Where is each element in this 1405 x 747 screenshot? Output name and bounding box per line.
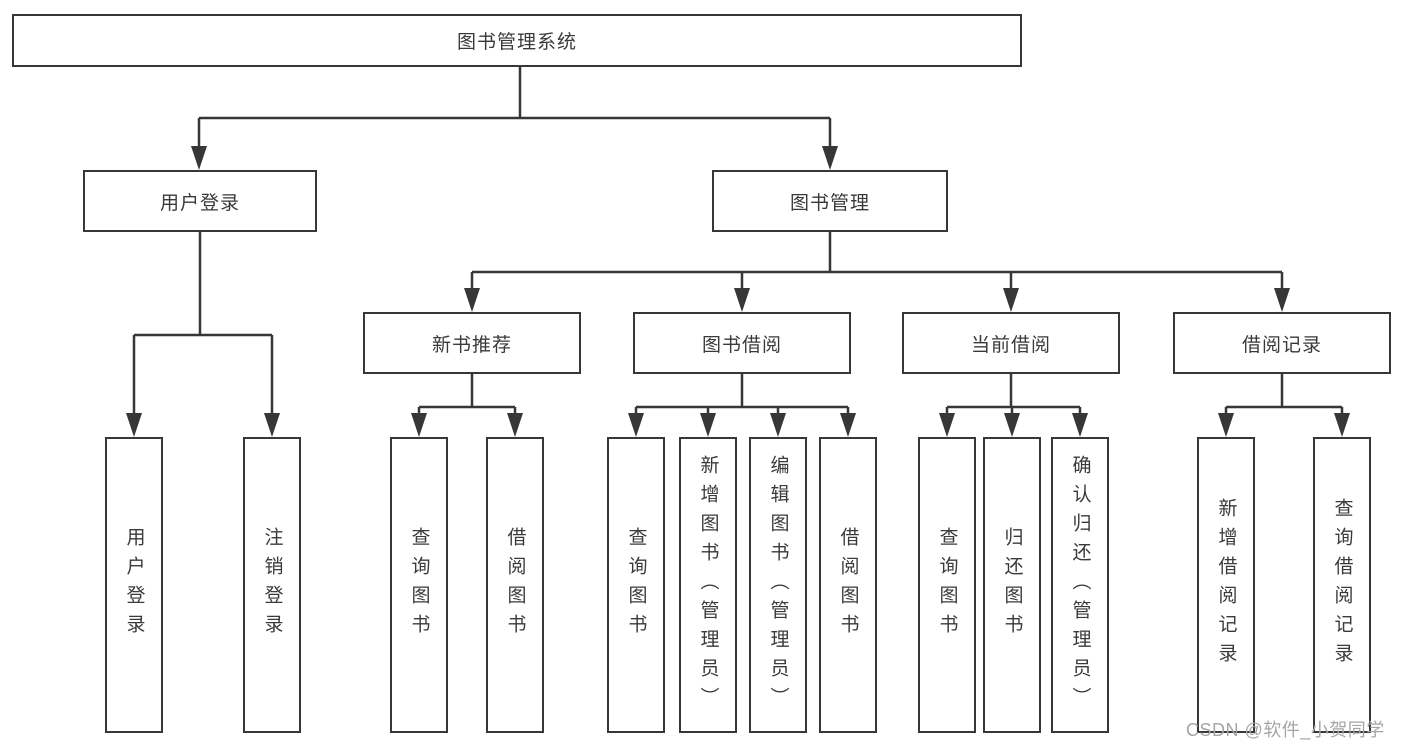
csdn-watermark: CSDN @软件_小贺同学 [1186,720,1385,740]
node-label: 借阅记录 [1241,334,1322,356]
node-label: 查询图书 [625,527,647,643]
node-new-book-recommend: 新书推荐 [363,312,581,374]
node-label: 用户登录 [159,192,240,214]
leaf-logout: 注销登录 [243,437,301,733]
node-label: 借阅图书 [837,527,859,643]
node-borrow-records: 借阅记录 [1173,312,1391,374]
leaf-return-books: 归还图书 [983,437,1041,733]
leaf-query-books: 查询图书 [390,437,448,733]
node-book-management: 图书管理 [712,170,948,232]
leaf-query-books: 查询图书 [607,437,665,733]
node-label: 新增借阅记录 [1215,498,1237,672]
arrowheads [126,146,1350,437]
node-label: 图书管理系统 [456,32,577,53]
node-label: 查询图书 [936,527,958,643]
node-label: 图书借阅 [701,334,782,356]
node-label: 新书推荐 [431,334,512,356]
leaf-user-login: 用户登录 [105,437,163,733]
node-label: 借阅图书 [504,527,526,643]
node-label: 查询借阅记录 [1331,498,1353,672]
node-label: 用户登录 [123,527,145,643]
leaf-borrow-books: 借阅图书 [819,437,877,733]
node-label: 图书管理 [789,192,870,214]
leaf-edit-books-admin: 编辑图书（管理员） [749,437,807,733]
node-label: 当前借阅 [970,334,1051,356]
node-label: 查询图书 [408,527,430,643]
node-label: 归还图书 [1001,527,1023,643]
leaf-query-books: 查询图书 [918,437,976,733]
leaf-add-books-admin: 新增图书（管理员） [679,437,737,733]
leaf-add-borrow-record: 新增借阅记录 [1197,437,1255,733]
node-label: 注销登录 [261,527,283,643]
node-label: 新增图书（管理员） [697,454,719,716]
node-current-borrow: 当前借阅 [902,312,1120,374]
node-label: 确认归还（管理员） [1069,454,1091,716]
leaf-query-borrow-record: 查询借阅记录 [1313,437,1371,733]
leaf-borrow-books: 借阅图书 [486,437,544,733]
node-user-login: 用户登录 [83,170,317,232]
node-label: 编辑图书（管理员） [767,454,789,716]
node-root-library-system: 图书管理系统 [12,14,1022,67]
leaf-confirm-return-admin: 确认归还（管理员） [1051,437,1109,733]
node-book-borrow: 图书借阅 [633,312,851,374]
